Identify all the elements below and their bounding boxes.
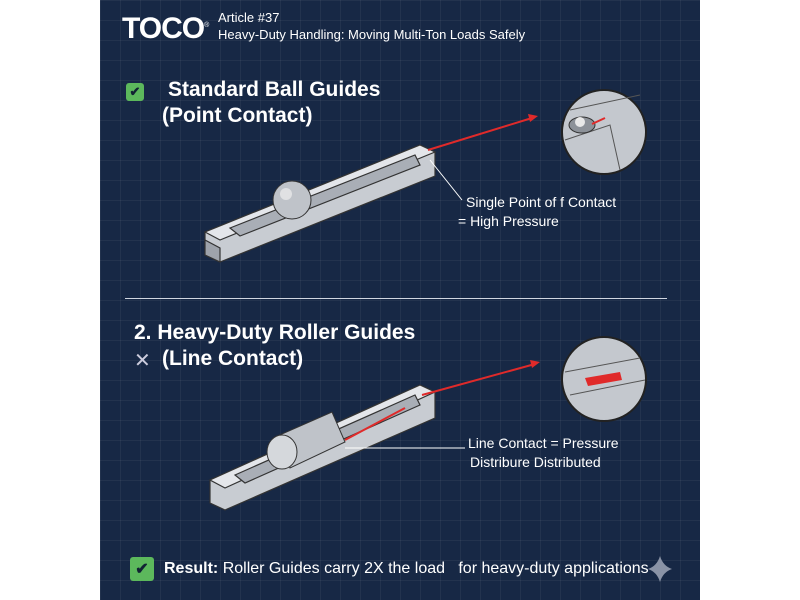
sparkle-icon [648, 556, 672, 582]
check-icon: ✔ [130, 557, 154, 581]
section1-note-line1: Single Point of f Contact [466, 194, 617, 210]
article-number: Article #37 [218, 10, 280, 25]
result-label: Result: [164, 560, 219, 577]
section2-subtitle: (Line Contact) [162, 347, 304, 370]
ball-icon [272, 180, 312, 220]
point-contact-magnifier [561, 89, 647, 175]
result-text: Roller Guides carry 2X the load for heav… [222, 560, 649, 577]
illustrations [203, 89, 672, 582]
check-icon: ✔ [126, 83, 144, 101]
line-contact-magnifier [561, 336, 647, 422]
x-icon: ✕ [134, 350, 151, 372]
toco-logo: TOCO® [122, 12, 209, 46]
infographic-panel: TOCO® Article #37 Heavy-Duty Handling: M… [100, 0, 700, 600]
article-title: Heavy-Duty Handling: Moving Multi-Ton Lo… [218, 27, 526, 42]
section1-title: Standard Ball Guides [168, 78, 381, 101]
ball-guide-rail [203, 144, 437, 263]
logo-text: TOCO [122, 12, 205, 45]
registered-mark: ® [204, 22, 209, 29]
section-divider [125, 298, 667, 299]
section2-title: 2. Heavy-Duty Roller Guides [134, 321, 416, 344]
section2-note-line2: Distribure Distributed [470, 454, 601, 470]
section2-note-line1: Line Contact = Pressure [468, 435, 619, 451]
roller-icon [266, 411, 346, 470]
arrow-icon [427, 117, 533, 151]
result-banner: ✔ Result: Roller Guides carry 2X the loa… [130, 557, 649, 581]
section1-subtitle: (Point Contact) [162, 104, 313, 127]
section1-note-line2: = High Pressure [458, 213, 559, 229]
